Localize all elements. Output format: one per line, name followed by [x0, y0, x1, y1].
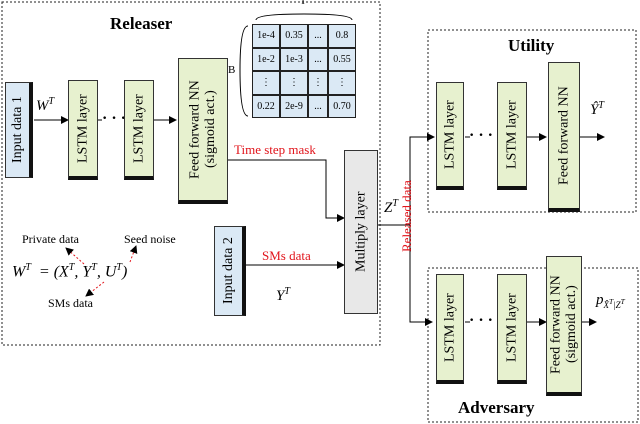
multiply-layer-box: Multiply layer: [344, 150, 378, 314]
input-data-2-box: Input data 2: [214, 226, 246, 316]
matrix-cell: ⋮: [280, 71, 308, 95]
matrix-bracket: [239, 25, 249, 117]
releaser-lstm-2: LSTM layer: [124, 80, 154, 180]
matrix-top-bracket: [255, 13, 353, 21]
released-data-label: Released data: [398, 180, 414, 252]
arrow-to-adversary: [409, 225, 433, 326]
matrix-cell: 0.70: [328, 94, 356, 118]
arrow-seed: [129, 245, 138, 263]
arrow-sms: [85, 281, 105, 297]
adversary-output-label: pX̂T|ZT: [596, 292, 625, 310]
y-label: YT: [276, 286, 290, 304]
utility-lstm-2: LSTM layer: [497, 82, 527, 190]
adversary-ffnn: Feed forward NN (sigmoid act.): [546, 256, 582, 396]
matrix-cell: ⋮: [328, 71, 356, 95]
matrix-cell: 1e-2: [252, 47, 280, 71]
arrow-to-utility: [409, 133, 435, 225]
utility-border: [427, 29, 637, 213]
adversary-dots: · · ·: [469, 312, 494, 329]
matrix-cell: ...: [308, 24, 328, 48]
utility-output-label: ŶT: [590, 100, 604, 118]
arrow-ffnn-multiply: [228, 159, 345, 222]
matrix-b-label: B: [228, 64, 236, 76]
utility-ffnn: Feed forward NN: [548, 62, 580, 212]
releaser-border: [1, 1, 381, 346]
matrix-cell: ...: [308, 94, 328, 118]
utility-title: Utility: [508, 36, 555, 55]
sms-data-label: SMs data: [262, 248, 311, 263]
matrix-cell: 1e-4: [252, 24, 280, 48]
seed-noise-label: Seed noise: [124, 232, 176, 246]
matrix-t-label: T: [300, 0, 307, 7]
matrix-cell: 0.35: [280, 24, 308, 48]
w-label: WT: [36, 96, 55, 114]
private-data-label: Private data: [22, 232, 79, 246]
w-equation: WT = (XT, YT, UT): [12, 262, 128, 281]
adversary-border: [427, 267, 639, 423]
adversary-title: Adversary: [458, 398, 535, 417]
matrix-cell: 2e-9: [280, 94, 308, 118]
releaser-dots: · · ·: [102, 110, 127, 127]
matrix-cell: 0.8: [328, 24, 356, 48]
matrix-cell: 0.22: [252, 94, 280, 118]
releaser-lstm-1: LSTM layer: [68, 80, 98, 180]
matrix-cell: 1e-3: [280, 47, 308, 71]
adversary-lstm-1: LSTM layer: [436, 274, 464, 384]
releaser-title: Releaser: [110, 14, 173, 33]
arrow-private: [65, 247, 85, 265]
matrix-cell: ⋮: [252, 71, 280, 95]
utility-lstm-1: LSTM layer: [436, 82, 464, 190]
z-label: ZT: [384, 198, 398, 216]
time-step-mask-label: Time step mask: [234, 142, 316, 157]
matrix-cell: ...: [308, 47, 328, 71]
input-data-1-box: Input data 1: [5, 82, 33, 178]
adversary-lstm-2: LSTM layer: [497, 274, 527, 384]
sms-data-eq-label: SMs data: [48, 296, 93, 310]
releaser-ffnn: Feed forward NN (sigmoid act.): [178, 58, 228, 204]
matrix-cell: ⋮: [308, 71, 328, 95]
utility-dots: · · ·: [469, 127, 494, 144]
matrix-cell: 0.55: [328, 47, 356, 71]
